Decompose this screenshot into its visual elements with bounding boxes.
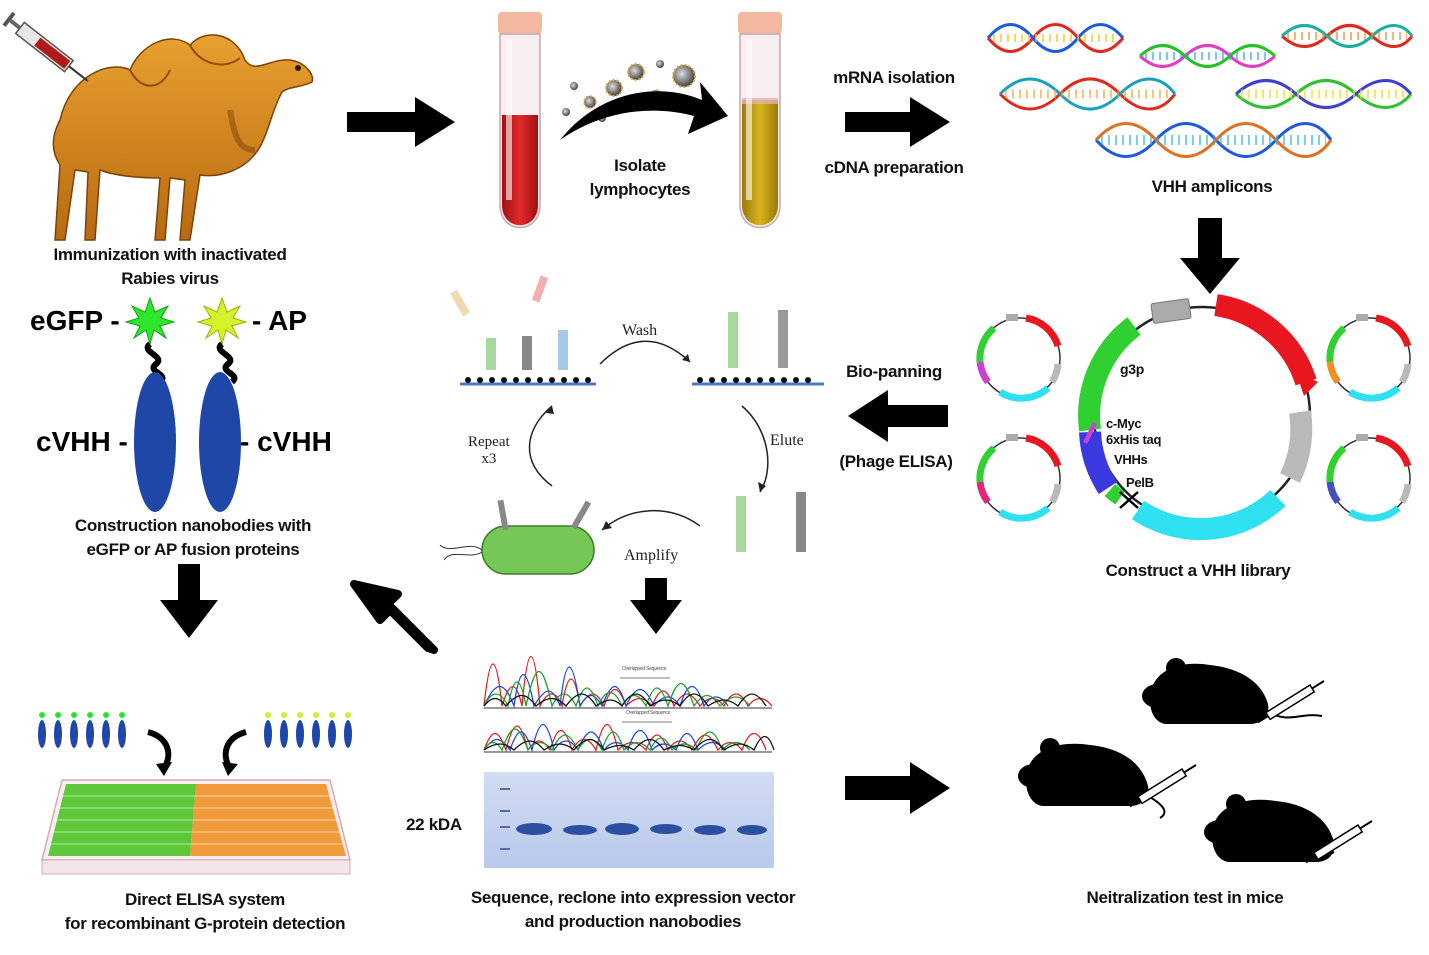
elute-label: Elute bbox=[770, 432, 804, 449]
lymphocytes-cells bbox=[562, 60, 696, 122]
construct-library-label: Construct a VHH library bbox=[1105, 561, 1291, 580]
elisa-label: Direct ELISA system for recombinant G-pr… bbox=[30, 888, 380, 936]
small-plasmid-3 bbox=[1326, 314, 1412, 402]
elisa-line-1: Direct ELISA system bbox=[125, 890, 285, 909]
immunization-line-1: Immunization with inactivated bbox=[53, 245, 287, 264]
chromatogram-bottom-label: Overlapped Sequence bbox=[626, 710, 671, 716]
isolate-label: Isolate lymphocytes bbox=[570, 154, 710, 202]
wash-label: Wash bbox=[622, 322, 658, 339]
plasmid-his-label: 6xHis taq bbox=[1106, 432, 1162, 447]
repeat-label: Repeat x3 bbox=[468, 434, 510, 468]
vhh-library-plasmid bbox=[1078, 294, 1318, 541]
isolate-line-2: lymphocytes bbox=[589, 180, 691, 199]
elisa-line-2: for recombinant G-protein detection bbox=[64, 914, 346, 933]
sequence-label: Sequence, reclone into expression vector… bbox=[440, 886, 826, 934]
construction-line-2: eGFP or AP fusion proteins bbox=[86, 540, 300, 559]
arrow-right-3 bbox=[845, 762, 950, 814]
immunization-label: Immunization with inactivated Rabies vir… bbox=[20, 243, 320, 291]
cvhh-left-label: cVHH - bbox=[36, 426, 128, 457]
biopanning-label: Bio-panning bbox=[846, 362, 942, 381]
camel-illustration bbox=[52, 34, 314, 241]
arrow-down-2 bbox=[160, 564, 218, 638]
dna-amplicons bbox=[986, 23, 1414, 158]
panning-cycle bbox=[439, 275, 824, 575]
nanobody-constructs bbox=[124, 296, 248, 512]
chromatogram-top-label: Overlapped Sequence bbox=[622, 666, 667, 672]
repeat-line-2: x3 bbox=[481, 451, 497, 467]
small-plasmid-4 bbox=[1326, 434, 1412, 522]
syringe-icon bbox=[2, 11, 89, 82]
phage-elisa-label: (Phage ELISA) bbox=[839, 452, 953, 471]
small-plasmid-2 bbox=[976, 434, 1062, 522]
curved-arrow bbox=[560, 82, 728, 140]
arrow-down-3 bbox=[630, 578, 682, 634]
small-plasmid-1 bbox=[976, 314, 1062, 402]
mouse-2 bbox=[1018, 738, 1197, 819]
sequence-line-1: Sequence, reclone into expression vector bbox=[470, 888, 796, 907]
repeat-line-1: Repeat bbox=[468, 434, 510, 450]
plasmid-cmyc-label: c-Myc bbox=[1106, 416, 1142, 431]
plasma-tube bbox=[738, 12, 782, 229]
cdna-label: cDNA preparation bbox=[824, 158, 964, 177]
amplify-label: Amplify bbox=[624, 547, 679, 564]
ap-label: - AP bbox=[252, 305, 307, 336]
kda-label: 22 kDA bbox=[406, 815, 462, 834]
mouse-3 bbox=[1204, 794, 1373, 864]
sequence-line-2: and production nanobodies bbox=[524, 912, 742, 931]
mrna-label: mRNA isolation bbox=[833, 68, 955, 87]
chromatogram bbox=[483, 655, 775, 753]
immunization-line-2: Rabies virus bbox=[121, 269, 219, 288]
plasmid-vhhs-label: VHHs bbox=[1114, 452, 1148, 467]
plasmid-pelb-label: PelB bbox=[1126, 475, 1154, 490]
vhh-amplicons-label: VHH amplicons bbox=[1151, 177, 1273, 196]
egfp-label: eGFP - bbox=[30, 305, 120, 336]
arrow-right-1 bbox=[347, 97, 455, 147]
plasmid-g3p-label: g3p bbox=[1120, 361, 1144, 377]
mouse-1 bbox=[1142, 658, 1325, 724]
sds-page-gel bbox=[484, 772, 774, 868]
blood-tube bbox=[498, 12, 542, 229]
neutralization-label: Neitralization test in mice bbox=[1086, 888, 1284, 907]
construction-line-1: Construction nanobodies with bbox=[74, 516, 312, 535]
arrow-diagonal bbox=[350, 580, 438, 654]
arrow-left-biopanning bbox=[848, 390, 948, 442]
arrow-down-1 bbox=[1180, 218, 1240, 294]
cvhh-right-label: - cVHH bbox=[240, 426, 332, 457]
arrow-right-2 bbox=[845, 97, 950, 147]
elisa-section bbox=[38, 712, 352, 875]
isolate-line-1: Isolate bbox=[614, 156, 666, 175]
construction-label: Construction nanobodies with eGFP or AP … bbox=[40, 514, 346, 562]
